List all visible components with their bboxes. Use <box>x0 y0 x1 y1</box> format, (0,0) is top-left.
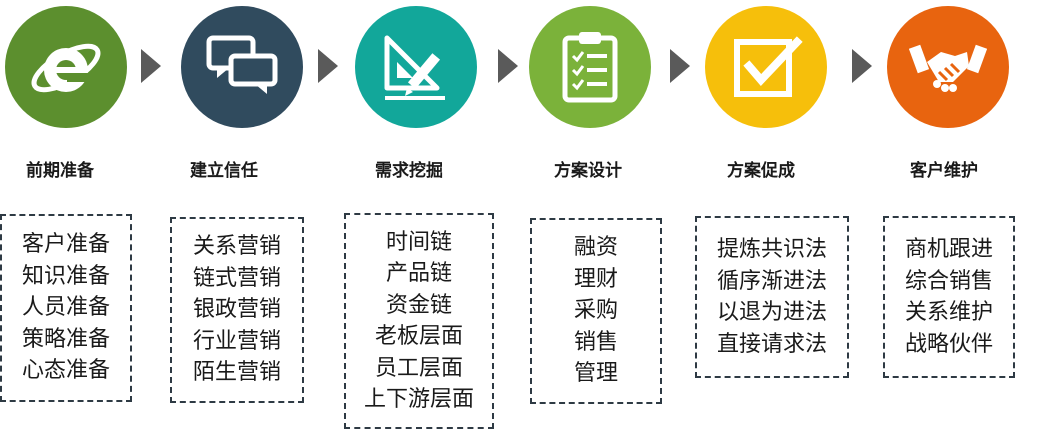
checkbox-icon <box>734 36 803 97</box>
list-item: 策略准备 <box>21 326 110 352</box>
list-item: 资金链 <box>385 292 452 318</box>
step-needs-discovery-list: 时间链 产品链 资金链 老板层面 员工层面 上下游层面 <box>344 213 494 429</box>
step-closing: 方案促成 提炼共识法 循序渐进法 以退为进法 直接请求法 <box>0 0 849 429</box>
list-item: 银政营销 <box>192 297 281 323</box>
list-item: 员工层面 <box>374 355 463 381</box>
list-item: 知识准备 <box>21 263 110 289</box>
step-build-trust-list: 关系营销 链式营销 银政营销 行业营销 陌生营销 <box>170 217 304 403</box>
list-item: 商机跟进 <box>904 237 993 262</box>
list-item: 陌生营销 <box>192 360 281 386</box>
step-preparation: 前期准备 客户准备 知识准备 人员准备 策略准备 心态准备 <box>0 0 180 429</box>
step-needs-discovery: 需求挖掘 时间链 产品链 资金链 老板层面 员工层面 上下游层面 <box>0 0 494 429</box>
step-needs-discovery-title: 需求挖掘 <box>375 161 443 181</box>
step-closing-list: 提炼共识法 循序渐进法 以退为进法 直接请求法 <box>695 216 849 378</box>
list-item: 销售 <box>573 329 618 355</box>
list-item: 融资 <box>573 235 618 261</box>
ruler-pencil-icon <box>384 35 445 100</box>
step-preparation-list: 客户准备 知识准备 人员准备 策略准备 心态准备 <box>0 214 132 402</box>
list-item: 关系维护 <box>904 300 993 325</box>
list-item: 关系营销 <box>192 234 281 260</box>
step-build-trust-title: 建立信任 <box>190 161 258 181</box>
list-item: 时间链 <box>385 229 452 255</box>
step-needs-discovery-circle <box>355 6 477 128</box>
list-item: 心态准备 <box>21 358 110 384</box>
step-solution-design-title: 方案设计 <box>554 161 622 181</box>
list-item: 循序渐进法 <box>716 268 827 294</box>
list-item: 链式营销 <box>192 265 281 291</box>
step-build-trust: 建立信任 关系营销 链式营销 银政营销 行业营销 陌生营销 <box>0 0 304 429</box>
step-preparation-circle <box>5 6 127 128</box>
flow-arrow-3 <box>498 49 518 83</box>
step-customer-maintenance-list: 商机跟进 综合销售 关系维护 战略伙伴 <box>883 216 1015 378</box>
list-item: 提炼共识法 <box>716 237 827 262</box>
step-solution-design-list: 融资 理财 采购 销售 管理 <box>530 218 662 404</box>
list-item: 理财 <box>573 266 618 292</box>
flow-arrow-1 <box>141 49 161 83</box>
step-customer-maintenance-title: 客户维护 <box>910 161 978 181</box>
list-item: 战略伙伴 <box>904 331 993 357</box>
step-customer-maintenance: 客户维护 商机跟进 综合销售 关系维护 战略伙伴 <box>0 0 1015 429</box>
list-item: 客户准备 <box>21 232 110 258</box>
list-item: 以退为进法 <box>716 300 827 325</box>
list-item: 人员准备 <box>21 295 110 321</box>
step-solution-design: 方案设计 融资 理财 采购 销售 管理 <box>0 0 662 429</box>
clipboard-checklist-icon <box>562 32 618 103</box>
list-item: 直接请求法 <box>716 331 827 357</box>
list-item: 采购 <box>573 298 618 324</box>
step-closing-title: 方案促成 <box>727 161 795 181</box>
step-solution-design-circle <box>529 6 651 128</box>
list-item: 行业营销 <box>192 328 281 354</box>
flow-arrow-2 <box>318 49 338 83</box>
list-item: 产品链 <box>385 261 452 286</box>
internet-explorer-icon <box>31 43 101 93</box>
list-item: 管理 <box>573 361 618 387</box>
list-item: 综合销售 <box>904 268 993 294</box>
list-item: 上下游层面 <box>363 387 474 412</box>
chat-bubbles-icon <box>206 35 278 94</box>
handshake-icon <box>909 44 987 92</box>
flow-arrow-4 <box>670 49 690 83</box>
list-item: 老板层面 <box>374 324 463 349</box>
step-build-trust-circle <box>181 6 303 128</box>
flow-arrow-5 <box>852 49 872 83</box>
step-closing-circle <box>705 6 827 128</box>
step-preparation-title: 前期准备 <box>26 161 94 181</box>
step-customer-maintenance-circle <box>887 6 1009 128</box>
